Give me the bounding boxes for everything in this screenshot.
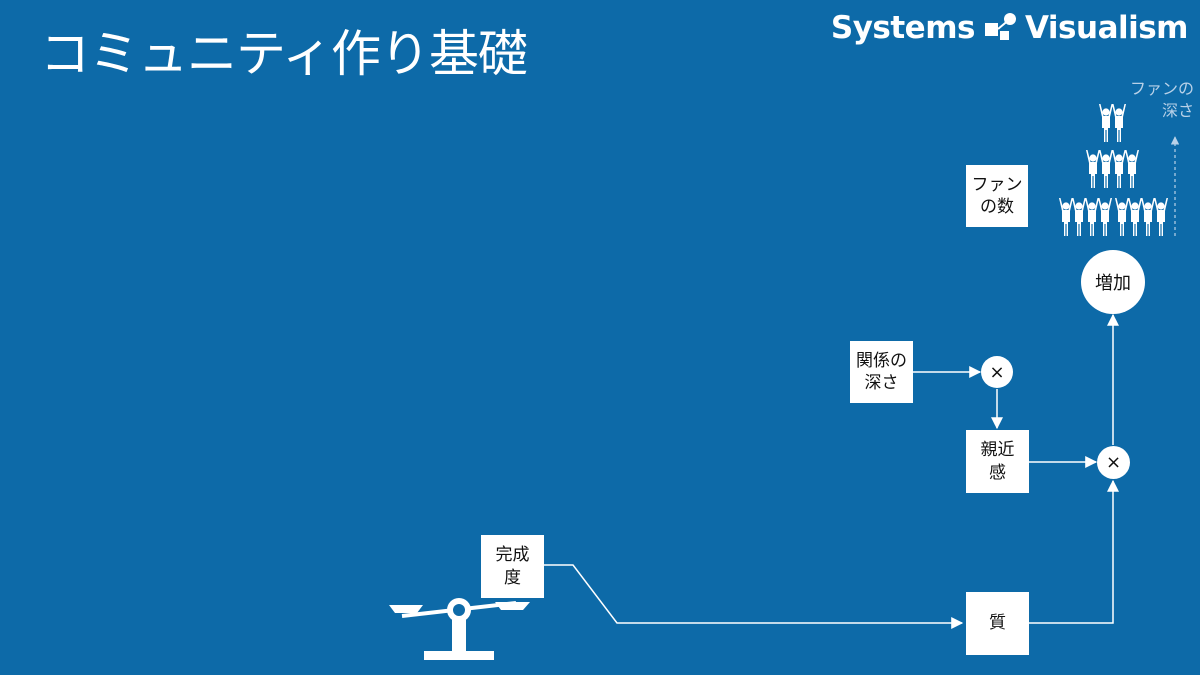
brand-text-systems: Systems — [830, 10, 976, 46]
node-completeness[interactable]: 完成 度 — [481, 535, 544, 598]
node-quality[interactable]: 質 — [966, 592, 1029, 655]
node-fan-count[interactable]: ファン の数 — [966, 165, 1028, 227]
node-intimacy[interactable]: 親近 感 — [966, 430, 1029, 493]
arrow-completeness-to-quality — [544, 564, 964, 629]
node-multiply-top[interactable]: × — [981, 356, 1013, 388]
node-increase[interactable]: 増加 — [1081, 250, 1145, 314]
page-title: コミュニティ作り基礎 — [40, 25, 528, 83]
fan-depth-text: ファンの 深さ — [1129, 79, 1194, 120]
systems-visualism-logo-icon — [984, 13, 1016, 40]
node-relationship-depth[interactable]: 関係の 深さ — [850, 341, 913, 403]
node-multiply-bottom[interactable]: × — [1097, 446, 1130, 479]
brand-logo: Systems Visualism — [830, 8, 1189, 48]
brand-text-visualism: Visualism — [1024, 10, 1189, 46]
arrow-quality-to-multiply — [1029, 479, 1119, 624]
fan-depth-label: ファンの 深さ — [1126, 78, 1194, 121]
